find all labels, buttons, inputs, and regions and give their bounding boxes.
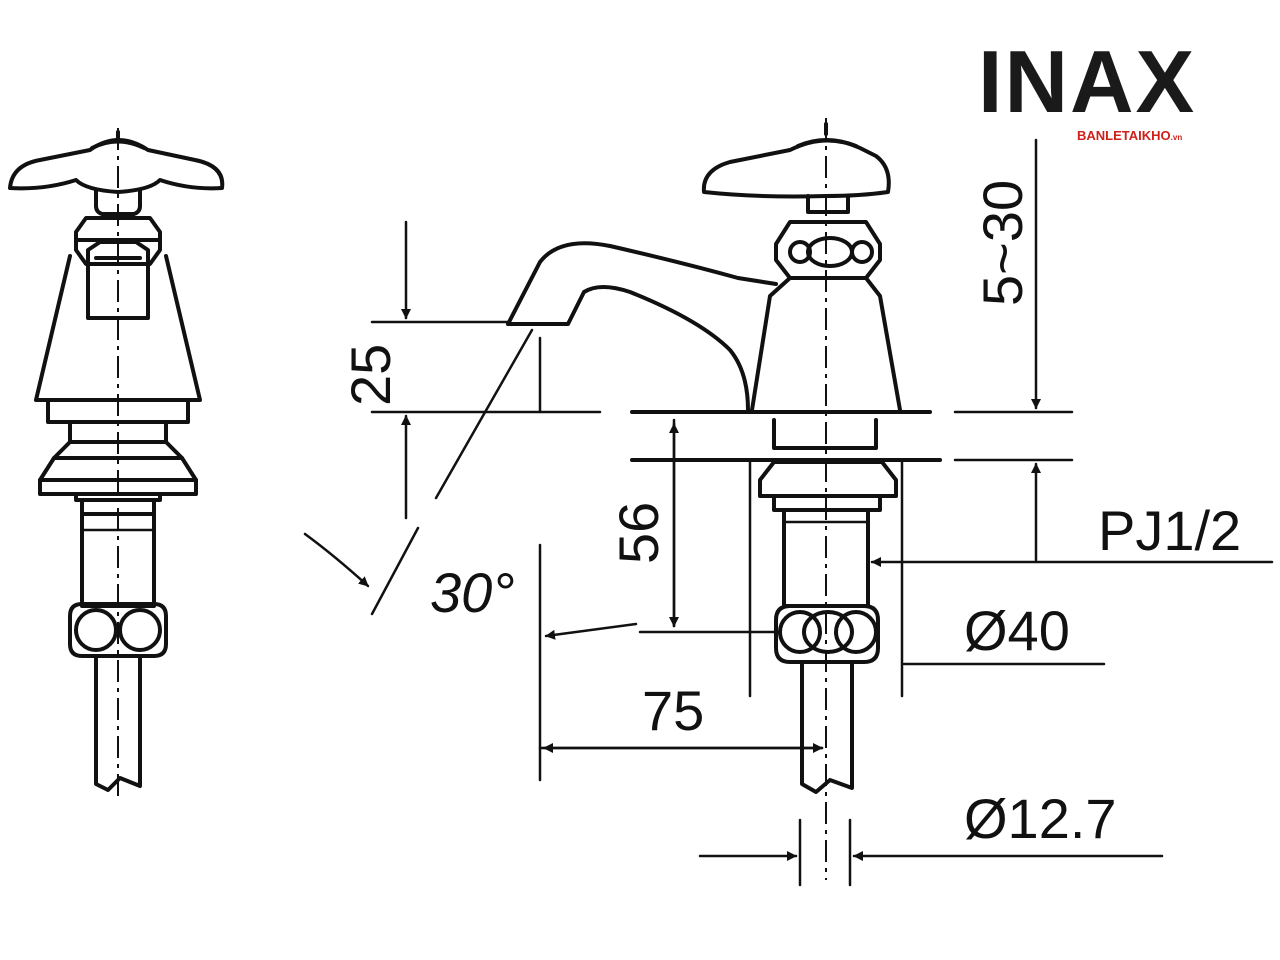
brand-logo: INAX bbox=[978, 32, 1196, 131]
dim-label-mount-height: 56 bbox=[607, 502, 670, 564]
dimension-spout-height: 25 bbox=[339, 220, 602, 520]
watermark: BANLETAIKHO.vn bbox=[1077, 128, 1182, 143]
dim-label-thread: PJ1/2 bbox=[1098, 499, 1241, 562]
dimension-spout-angle: 30° bbox=[303, 328, 534, 624]
dim-label-spout-reach: 75 bbox=[642, 679, 704, 742]
dim-label-flange-diameter: Ø40 bbox=[964, 599, 1070, 662]
dimension-mount-height: 56 bbox=[607, 418, 782, 634]
side-view bbox=[506, 118, 1074, 887]
dimension-tube-diameter: Ø12.7 bbox=[698, 787, 1164, 861]
dimension-flange-diameter: Ø40 bbox=[544, 599, 1106, 666]
dimension-spout-reach: 75 bbox=[538, 679, 824, 753]
watermark-suffix: .vn bbox=[1171, 133, 1183, 142]
dimension-thread: PJ1/2 bbox=[870, 499, 1274, 567]
dim-label-handle-range: 5~30 bbox=[971, 180, 1034, 306]
watermark-text: BANLETAIKHO bbox=[1077, 128, 1171, 143]
dimension-handle-range: 5~30 bbox=[971, 138, 1041, 562]
front-view bbox=[8, 128, 225, 800]
dim-label-spout-angle: 30° bbox=[430, 561, 515, 624]
dim-label-tube-diameter: Ø12.7 bbox=[964, 787, 1117, 850]
dim-label-spout-height: 25 bbox=[339, 344, 402, 406]
